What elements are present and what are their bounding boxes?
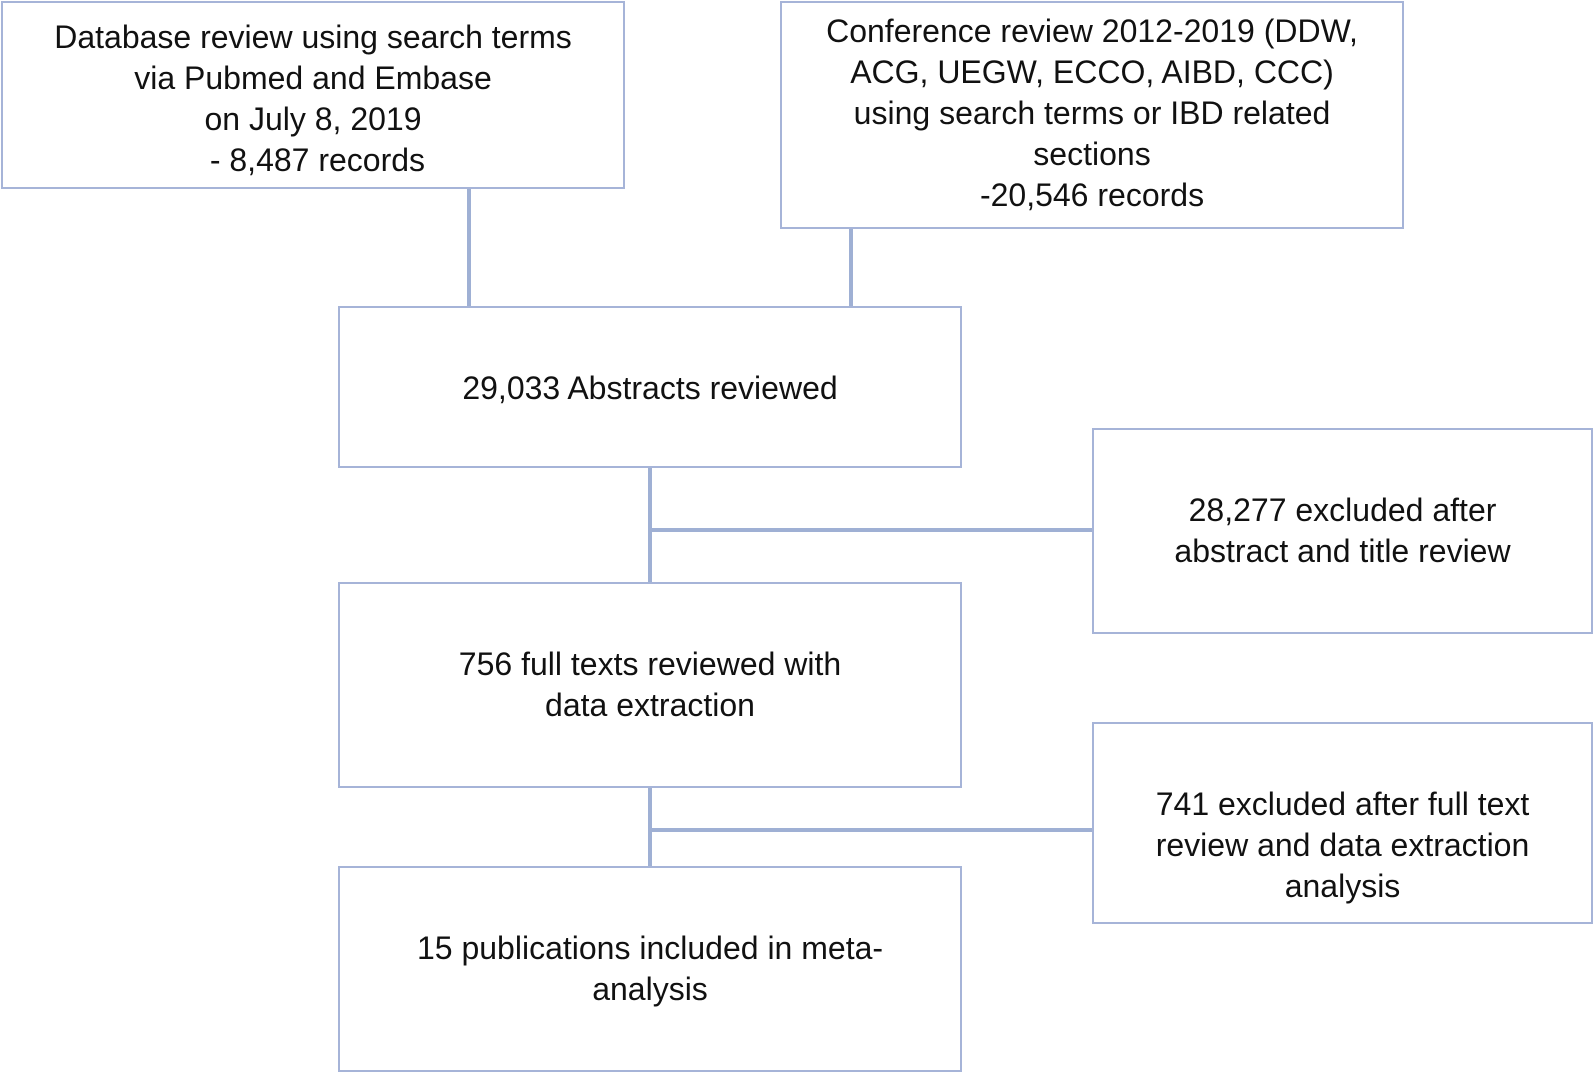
publications-included-line-1: 15 publications included in meta- [416, 930, 884, 966]
excluded-after-abstract-box: 28,277 excluded after abstract and title… [1092, 428, 1593, 634]
abstracts-reviewed-line-1: 29,033 Abstracts reviewed [462, 370, 838, 406]
publications-included-line-2: analysis [592, 971, 708, 1007]
excluded-after-abstract-line-1: 28,277 excluded after [1188, 492, 1497, 528]
full-texts-reviewed-box: 756 full texts reviewed with data extrac… [338, 582, 962, 788]
database-review-line-2: via Pubmed and Embase [134, 60, 492, 96]
database-review-line-3: on July 8, 2019 [204, 101, 422, 137]
conference-review-line-3: using search terms or IBD related [853, 95, 1331, 131]
excluded-after-full-text-line-2: review and data extraction [1155, 827, 1530, 863]
full-texts-reviewed-line-2: data extraction [545, 687, 755, 723]
excluded-after-full-text-line-1: 741 excluded after full text [1155, 786, 1530, 822]
conference-review-line-5: -20,546 records [979, 177, 1205, 213]
conference-review-box: Conference review 2012-2019 (DDW, ACG, U… [780, 1, 1404, 229]
conference-review-line-4: sections [1033, 136, 1151, 172]
database-review-line-4: - 8,487 records [200, 142, 426, 178]
excluded-after-full-text-box: 741 excluded after full text review and … [1092, 722, 1593, 924]
conference-review-line-1: Conference review 2012-2019 (DDW, [826, 13, 1358, 49]
publications-included-box: 15 publications included in meta- analys… [338, 866, 962, 1072]
excluded-after-abstract-line-2: abstract and title review [1174, 533, 1511, 569]
full-texts-reviewed-line-1: 756 full texts reviewed with [458, 646, 842, 682]
excluded-after-full-text-line-3: analysis [1284, 868, 1401, 904]
database-review-box: Database review using search terms via P… [1, 1, 625, 189]
database-review-line-1: Database review using search terms [54, 19, 572, 55]
conference-review-line-2: ACG, UEGW, ECCO, AIBD, CCC) [850, 54, 1334, 90]
abstracts-reviewed-box: 29,033 Abstracts reviewed [338, 306, 962, 468]
